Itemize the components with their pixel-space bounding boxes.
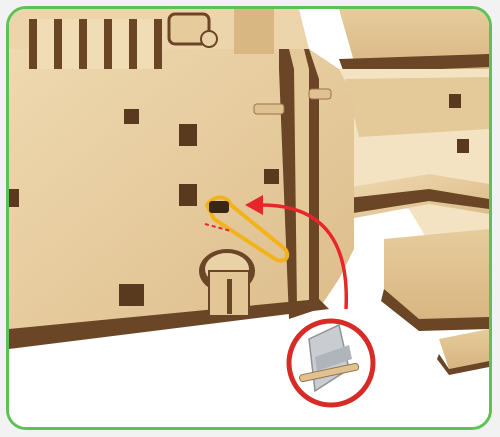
side-panel <box>9 9 354 349</box>
assembly-illustration <box>9 9 489 427</box>
utility-knife-icon <box>289 321 373 405</box>
illustration-frame <box>6 6 492 430</box>
